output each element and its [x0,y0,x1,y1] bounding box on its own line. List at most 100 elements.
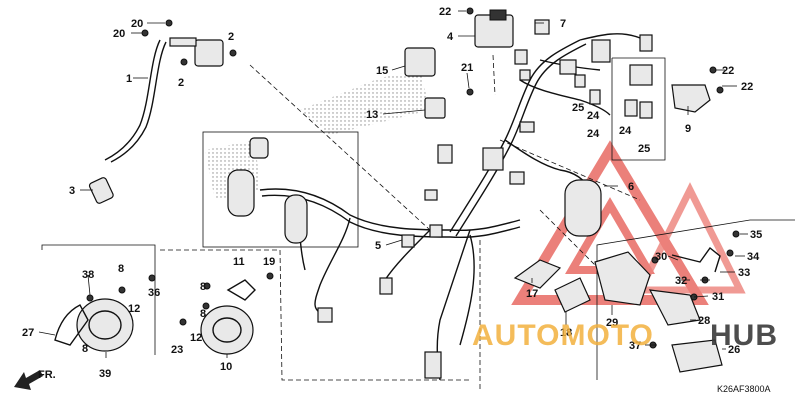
part-11-horn-bracket [226,279,256,301]
callout-2b: 2 [178,77,184,89]
callout-4: 4 [447,31,454,43]
callout-12b: 12 [190,332,202,344]
callout-31: 31 [712,291,724,303]
callout-39: 39 [99,368,111,380]
callout-25b: 25 [638,143,650,155]
frame-horn-left [41,244,156,355]
connector-d [519,69,531,81]
callout-24a: 24 [587,110,600,122]
leader-lines [38,10,748,358]
callout-6: 6 [628,181,634,193]
callout-22c: 22 [741,81,753,93]
part-15-relay [404,47,436,77]
callout-1: 1 [126,73,132,85]
callout-29: 29 [606,317,618,329]
part-13-relay [424,97,446,119]
part-17-cover [513,259,562,289]
part-1-plug-cord [104,39,161,161]
connector-c [514,49,528,65]
leader-dashed-4 [539,209,596,266]
connector-a [437,144,453,164]
part-29-cover [594,251,651,306]
part-26-module [671,339,723,373]
callout-26: 26 [728,344,740,356]
part-27-horn-bracket [54,304,89,346]
callout-30: 30 [655,251,667,263]
callout-2a: 2 [228,31,234,43]
front-direction-arrow: FR. [14,369,56,390]
callout-7: 7 [560,18,566,30]
connector-b [482,147,504,171]
fasteners [86,7,740,349]
callout-22a: 22 [439,6,451,18]
part-fuel-sensor-assembly [227,137,308,244]
leader-dashed-1 [249,64,431,231]
part-6-cover-tube [564,179,602,237]
part-7-connector [534,19,550,35]
assembly-frames [41,54,795,390]
leader-dashed-5 [499,139,641,201]
callout-8a: 8 [118,263,124,275]
part-28-sensor [648,289,701,326]
part-3-spark-plug-cap [88,177,114,204]
frame-relay-right [611,57,666,161]
connector-e [559,59,577,75]
callout-22b: 22 [722,65,734,77]
callout-12a: 12 [128,303,140,315]
harness-connectors [317,34,653,379]
callout-11: 11 [233,256,245,268]
drawing-code: K26AF3800A [717,384,771,394]
connector-k [317,307,333,323]
connector-f [591,39,611,63]
connector-n [401,234,415,248]
connector-i [509,171,525,185]
callout-5: 5 [375,240,381,252]
connector-j [379,277,393,295]
callout-27: 27 [22,327,34,339]
watermark: AUTOMOTO HUB [472,319,778,352]
direction-label: FR. [38,369,56,381]
callout-8c: 8 [200,281,206,293]
callout-13: 13 [366,109,378,121]
part-9-bracket [671,84,711,113]
connector-g [639,34,653,52]
callout-28: 28 [698,315,710,327]
callout-34: 34 [747,251,760,263]
watermark-text-primary: AUTOMOTO [472,319,654,352]
callout-25a: 25 [572,102,584,114]
callout-38: 38 [82,269,94,281]
callout-32: 32 [675,275,687,287]
frame-main [202,131,359,248]
callout-20a: 20 [131,18,143,30]
callout-labels: 1 2 2 3 4 5 6 7 8 8 8 8 9 10 11 12 12 13… [22,6,762,380]
callout-8d: 8 [200,308,206,320]
callout-24c: 24 [619,125,632,137]
callout-17: 17 [526,288,538,300]
part-4-relay-block [474,9,514,48]
frame-bottom-right [596,219,795,380]
part-10-horn [200,305,254,355]
part-39-horn [76,298,134,352]
callout-36: 36 [148,287,160,299]
callout-9: 9 [685,123,691,135]
connector-o [424,189,438,201]
part-24-25-relays [574,64,653,119]
callout-18: 18 [560,327,572,339]
connector-h [519,121,535,133]
connector-m [429,224,443,238]
watermark-text-secondary: HUB [710,319,778,352]
callout-20b: 20 [113,28,125,40]
connector-l [424,351,442,379]
leader-dashed-2 [492,54,496,96]
callout-19: 19 [263,256,275,268]
callout-8b: 8 [82,343,88,355]
callout-10: 10 [220,361,232,373]
callout-3: 3 [69,185,75,197]
callout-23: 23 [171,344,183,356]
shading-area-upper [300,70,430,135]
frame-horn-mid [160,249,470,381]
callout-35: 35 [750,229,762,241]
part-30-33-clamps [671,246,721,273]
callout-33: 33 [738,267,750,279]
